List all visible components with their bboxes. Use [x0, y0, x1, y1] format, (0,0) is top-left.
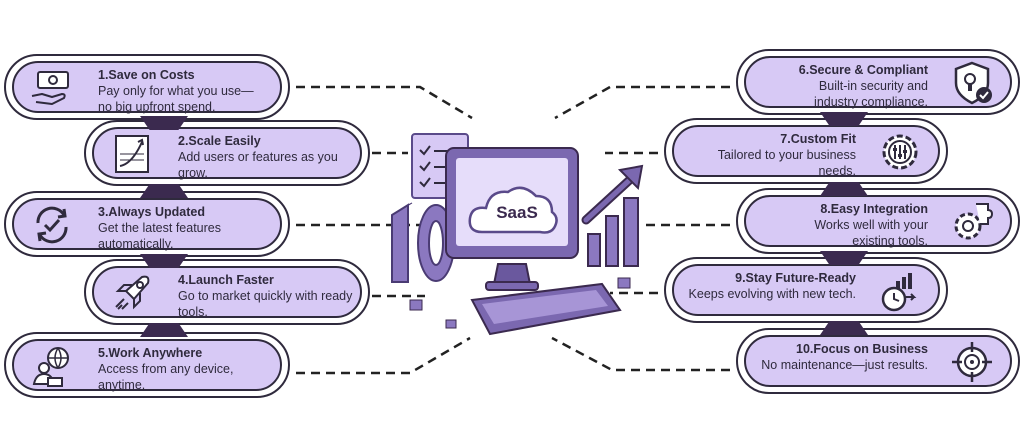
person-globe-icon	[32, 347, 69, 387]
item-8-desc-line1: Works well with your	[814, 218, 928, 232]
item-3-text: 3.Always Updated Get the latest features…	[98, 204, 221, 252]
growth-arrow-icon	[581, 164, 644, 225]
item-8-text: 8.Easy Integration Works well with your …	[814, 201, 928, 249]
item-2-text: 2.Scale Easily Add users or features as …	[178, 133, 338, 181]
item-7-desc-line2: needs.	[818, 164, 856, 178]
left-connector-3	[140, 254, 188, 268]
item-4-desc-line1: Go to market quickly with ready	[178, 289, 353, 303]
item-5-desc-line1: Access from any device,	[98, 362, 234, 376]
clock-chart-icon	[881, 273, 917, 312]
item-10: 10.Focus on Business No maintenance—just…	[736, 328, 1020, 394]
item-3-desc-line1: Get the latest features	[98, 221, 221, 235]
item-6-desc-line1: Built-in security and	[818, 79, 928, 93]
number-ten-graphic	[391, 202, 455, 283]
item-8: 8.Easy Integration Works well with your …	[736, 188, 1020, 254]
right-dashed-lines	[551, 85, 730, 372]
left-connector-2	[140, 184, 188, 198]
item-3-desc-line2: automatically.	[98, 237, 174, 251]
right-connector-1	[820, 112, 868, 126]
cube-3	[617, 277, 631, 289]
item-4: 4.Launch Faster Go to market quickly wit…	[84, 259, 370, 325]
item-5-desc-line2: anytime.	[98, 378, 146, 392]
right-connector-4	[820, 321, 868, 335]
item-10-desc-line1: No maintenance—just results.	[761, 358, 928, 372]
item-3-title: 3.Always Updated	[98, 205, 205, 219]
shield-lock-icon	[954, 61, 992, 105]
item-6: 6.Secure & Compliant Built-in security a…	[736, 49, 1020, 115]
refresh-check-icon	[36, 206, 68, 244]
item-7-text: 7.Custom Fit Tailored to your business n…	[718, 131, 856, 179]
item-1-text: 1.Save on Costs Pay only for what you us…	[98, 67, 254, 115]
item-9: 9.Stay Future-Ready Keeps evolving with …	[664, 257, 948, 323]
item-7: 7.Custom Fit Tailored to your business n…	[664, 118, 948, 184]
item-1-desc-line1: Pay only for what you use—	[98, 84, 254, 98]
item-8-desc-line2: existing tools.	[852, 234, 928, 248]
item-10-title: 10.Focus on Business	[796, 342, 928, 356]
item-5-text: 5.Work Anywhere Access from any device, …	[98, 345, 233, 393]
cube-1	[409, 299, 423, 311]
left-connector-4	[140, 323, 188, 337]
item-7-desc-line1: Tailored to your business	[717, 148, 856, 162]
target-icon	[952, 342, 992, 382]
item-4-title: 4.Launch Faster	[178, 273, 274, 287]
bar-chart-graphic	[587, 197, 639, 267]
item-2: 2.Scale Easily Add users or features as …	[84, 120, 370, 186]
money-hand-icon	[31, 71, 69, 105]
item-2-desc-line1: Add users or features as you	[178, 150, 338, 164]
item-6-desc-line2: industry compliance.	[814, 95, 928, 109]
rocket-icon	[115, 275, 150, 310]
right-connector-3	[820, 251, 868, 265]
saas-label: SaaS	[496, 203, 538, 222]
item-9-title: 9.Stay Future-Ready	[735, 271, 856, 285]
growth-chart-icon	[115, 135, 149, 173]
item-10-text: 10.Focus on Business No maintenance—just…	[761, 341, 928, 373]
item-1-desc-line2: no big upfront spend.	[98, 100, 216, 114]
item-6-text: 6.Secure & Compliant Built-in security a…	[799, 62, 928, 110]
left-dashed-lines	[296, 85, 473, 375]
item-1: 1.Save on Costs Pay only for what you us…	[4, 54, 290, 120]
gear-slider-icon	[882, 134, 918, 170]
item-4-text: 4.Launch Faster Go to market quickly wit…	[178, 272, 352, 320]
left-connector-1	[140, 116, 188, 130]
item-8-title: 8.Easy Integration	[820, 202, 928, 216]
item-1-title: 1.Save on Costs	[98, 68, 195, 82]
item-9-desc-line1: Keeps evolving with new tech.	[688, 287, 856, 301]
item-9-text: 9.Stay Future-Ready Keeps evolving with …	[689, 270, 856, 302]
cloud-icon	[468, 186, 558, 234]
item-7-title: 7.Custom Fit	[780, 132, 856, 146]
item-2-desc-line2: grow.	[178, 166, 208, 180]
cube-2	[445, 319, 457, 329]
gear-puzzle-icon	[954, 203, 994, 240]
item-2-title: 2.Scale Easily	[178, 134, 261, 148]
item-4-desc-line2: tools.	[178, 305, 208, 319]
item-5: 5.Work Anywhere Access from any device, …	[4, 332, 290, 398]
item-5-title: 5.Work Anywhere	[98, 346, 203, 360]
keyboard-graphic	[470, 282, 622, 336]
item-6-title: 6.Secure & Compliant	[798, 63, 928, 77]
right-connector-2	[820, 182, 868, 196]
